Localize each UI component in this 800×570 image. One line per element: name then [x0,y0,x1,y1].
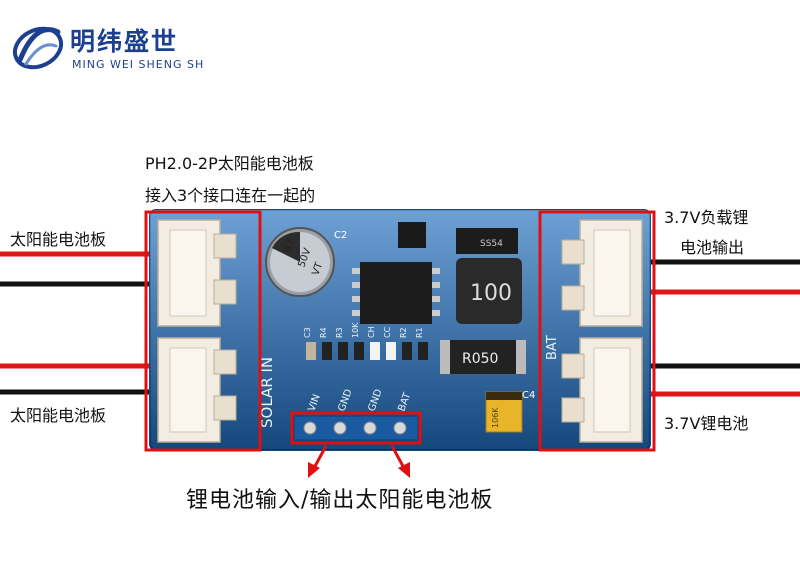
top-note-line1: PH2.0-2P太阳能电池板 [145,154,314,173]
smd-parts [306,342,428,360]
battery-output-highlight-box [538,210,656,452]
arrow-right-icon [390,445,410,478]
svg-text:R050: R050 [462,351,498,367]
electrolytic-capacitor: 47 50V VT [265,227,335,297]
svg-text:10K: 10K [351,322,360,338]
svg-text:C3: C3 [303,327,312,338]
bottom-caption: 锂电池输入/输出太阳能电池板 [186,488,494,513]
diode-ss54 [456,228,518,254]
svg-text:106K: 106K [491,407,500,428]
top-note-line2: 接入3个接口连在一起的 [145,186,316,205]
svg-text:VT: VT [310,260,325,277]
solar-in-highlight-box [144,210,262,452]
c4-label: C4 [522,390,535,401]
load-connector-upper [561,219,643,327]
svg-text:47: 47 [282,237,297,253]
svg-text:100: 100 [470,281,512,306]
bat-label: BAT [545,335,560,360]
svg-text:CH: CH [367,326,376,338]
transistor [398,222,426,248]
pin-header-highlight-box [290,411,422,445]
solar-in-label: SOLAR IN [258,357,276,428]
brand-name-cn: 明纬盛世 [70,27,179,56]
brand-name-en: MING WEI SHENG SH [72,58,205,71]
right-upper-label-line2: 电池输出 [680,238,745,257]
left-upper-label: 太阳能电池板 [10,226,107,250]
arrow-left-icon [308,445,328,478]
left-lower-label: 太阳能电池板 [10,402,107,426]
svg-text:R4: R4 [319,327,328,338]
svg-text:SS54: SS54 [480,239,503,249]
ic-chip [352,262,440,324]
battery-connector-lower [561,337,643,443]
svg-text:R1: R1 [415,327,424,338]
svg-text:R2: R2 [399,327,408,338]
svg-text:CC: CC [383,326,392,338]
right-lower-label: 3.7V锂电池 [664,414,749,433]
solar-connector-lower [157,337,237,443]
svg-text:R3: R3 [335,327,344,338]
right-upper-label-line1: 3.7V负载锂 [664,208,749,227]
solar-connector-upper [157,219,237,327]
inductor: 100 [456,258,522,324]
shunt-resistor: R050 [440,340,526,374]
tantalum-capacitor: 106K [485,391,523,433]
pin-header [293,415,419,441]
brand-logo-icon [12,26,64,70]
c2-label: C2 [334,230,347,241]
